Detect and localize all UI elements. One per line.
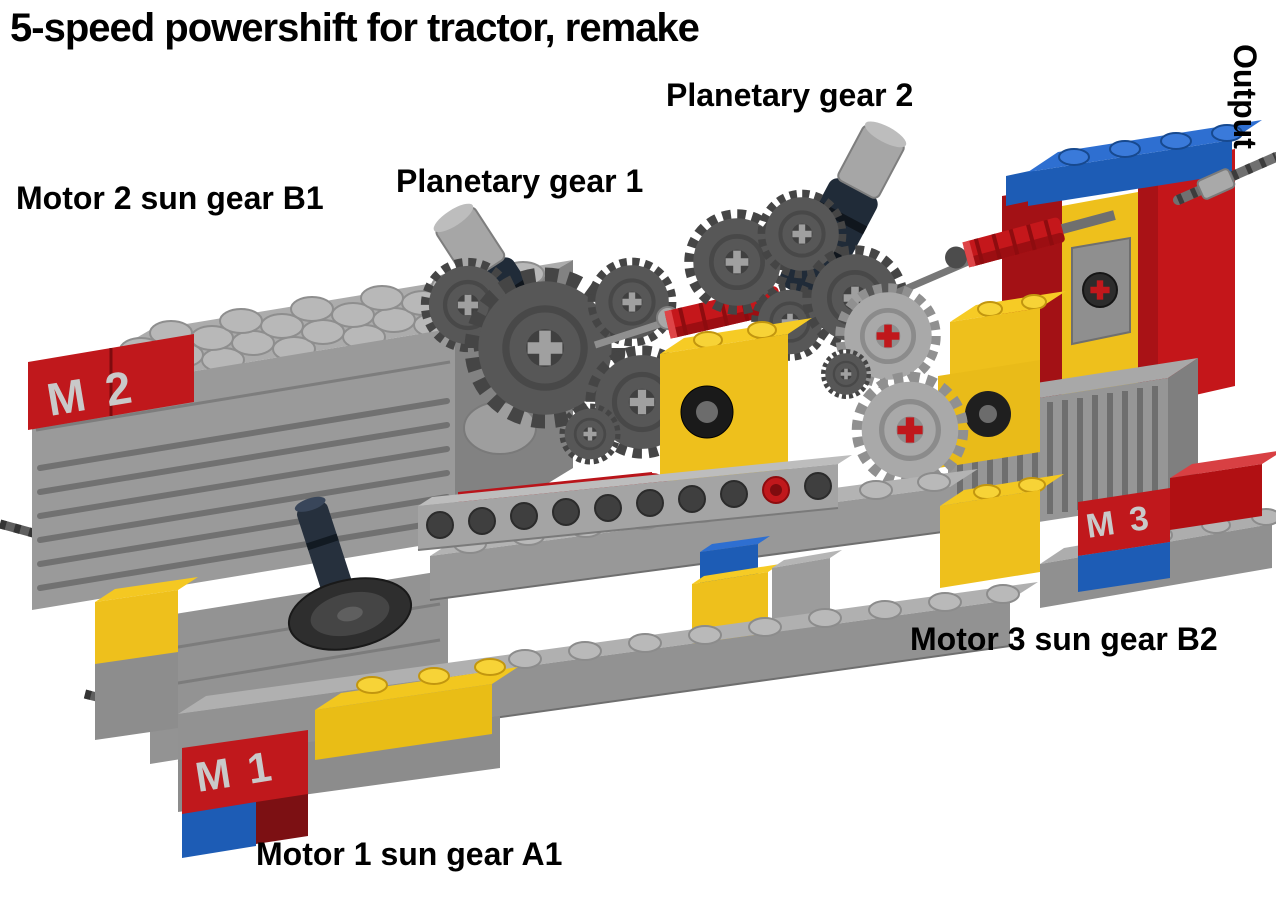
label-motor-2-sun-gear: Motor 2 sun gear B1 [16,180,324,216]
gray-brick-left [95,652,178,740]
yellow-brick-left [95,577,198,740]
output-right-wall [1138,149,1235,408]
label-motor-3-sun-gear: Motor 3 sun gear B2 [910,621,1218,657]
axle-connector-right [945,210,1116,269]
motor-2-seam [35,360,451,432]
yellow-plate-m1 [315,658,518,760]
blue-brick-m1 [182,802,256,858]
page-title: 5-speed powershift for tractor, remake [10,6,700,50]
beam-lower-studs [508,584,1020,669]
motor-2-vents [37,398,450,591]
gear-cluster-1 [426,262,694,462]
label-motor-1-sun-gear: Motor 1 sun gear A1 [256,836,563,872]
yellow-technic-brick-center [660,318,812,490]
label-planetary-gear-2: Planetary gear 2 [666,77,914,113]
label-output: Output [1227,44,1263,149]
output-right-wall-shade [1138,162,1158,408]
beam-holes [417,455,852,551]
yellow-technic-brick-right [938,291,1066,468]
dark-red-brick-m1 [256,794,308,844]
output-axle-connector [1196,168,1236,200]
output-axle [1173,152,1276,205]
m3-sticker [1078,488,1170,556]
red-brick-right [1170,451,1276,530]
label-planetary-gear-1: Planetary gear 1 [396,163,644,199]
pulley-disc [287,577,413,651]
pulley-axle-connector [294,496,352,595]
beam-hole-set [426,472,832,539]
output-axle-cross [1090,280,1110,300]
m1-sticker [182,730,308,818]
yellow-support-right [940,490,1040,588]
yellow-center-studs [693,321,777,349]
pulley-assembly [287,496,413,651]
output-top-plate-front [1028,140,1232,206]
output-top-plate-studs [1058,124,1243,166]
blue-brick-m3 [1078,542,1170,592]
output-blue-small [1006,170,1034,206]
